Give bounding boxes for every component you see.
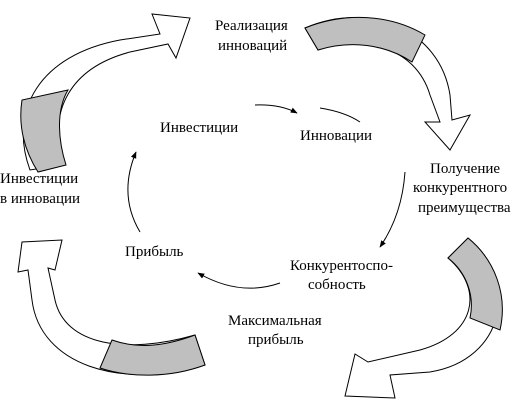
- label-competitiveness-line1: Конкурентоспо-: [290, 258, 393, 274]
- label-invest-line2: в инновации: [0, 191, 80, 207]
- big-arrow-top-left: [20, 13, 191, 173]
- label-realization-line2: инноваций: [218, 38, 287, 54]
- inner-arrow-profit-to-investments: [127, 151, 141, 233]
- label-max-profit-line2: прибыль: [248, 332, 304, 348]
- label-competitiveness-line2: собность: [308, 277, 366, 293]
- label-profit: Прибыль: [125, 244, 184, 260]
- label-advantage-line2: конкурентного: [413, 180, 507, 196]
- label-advantage-line3: преимущества: [418, 200, 511, 216]
- inner-arrow-innovations-to-advantage: [319, 107, 361, 123]
- inner-arrow-competitiveness-to-profit: [197, 272, 281, 289]
- label-investments: Инвестиции: [160, 120, 238, 136]
- inner-arrow-investments-to-innovations: [254, 104, 298, 114]
- inner-arrow-to-competitiveness: [379, 171, 406, 248]
- label-realization-line1: Реализация: [215, 18, 288, 34]
- label-advantage-line1: Получение: [430, 161, 500, 177]
- label-invest-line1: Инвестиции: [0, 171, 78, 187]
- big-arrow-bottom-right: [344, 237, 503, 399]
- big-arrow-top-right: [304, 16, 472, 151]
- label-innovations: Инновации: [300, 128, 372, 144]
- big-arrow-bottom-left: [17, 239, 206, 376]
- label-max-profit-line1: Максимальная: [228, 313, 322, 329]
